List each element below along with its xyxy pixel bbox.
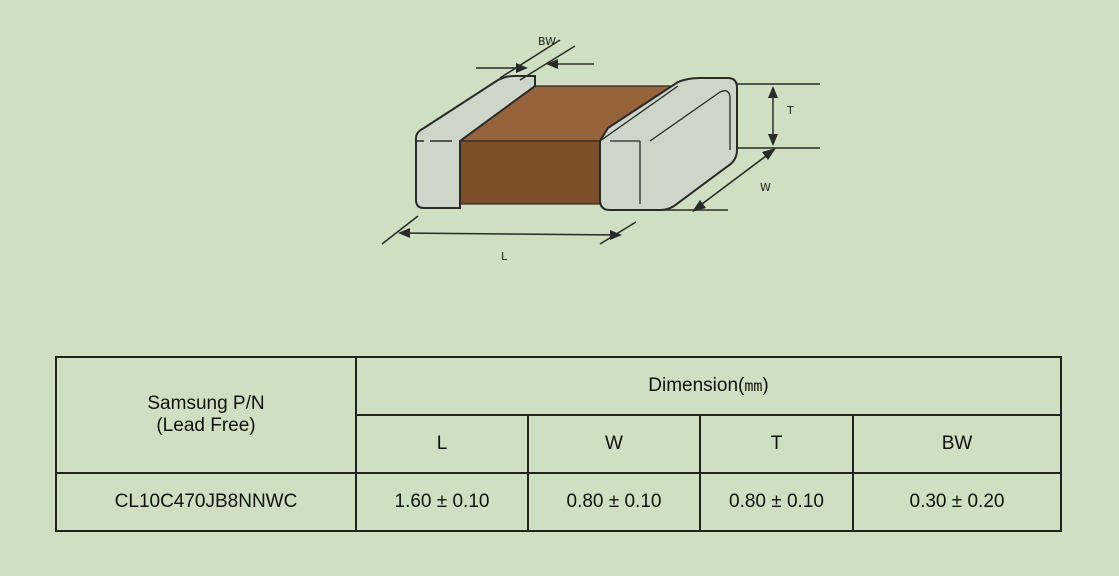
dimension-unit: mm — [744, 377, 763, 395]
column-header-l: L — [355, 414, 529, 474]
bw-label: BW — [538, 35, 556, 48]
part-number-cell: CL10C470JB8NNWC — [55, 472, 357, 532]
right-terminal-top-edge — [599, 85, 731, 150]
l-label: L — [501, 250, 508, 263]
bw-extension-right — [519, 45, 576, 81]
l-arrowhead-left — [398, 228, 410, 238]
dimension-table: Samsung P/N (Lead Free) Dimension(mm) L … — [55, 356, 1062, 532]
l-arrow — [399, 232, 621, 236]
body-front-face — [459, 140, 601, 205]
t-label: T — [786, 104, 794, 117]
dimension-header-close: ) — [762, 375, 769, 396]
pn-header-line2: (Lead Free) — [156, 415, 256, 436]
bw-extension-left — [499, 39, 561, 79]
bw-arrowhead-right — [546, 59, 558, 69]
value-cell-l: 1.60 ± 0.10 — [355, 472, 529, 532]
column-header-bw: BW — [852, 414, 1062, 474]
bw-arrowhead-left — [516, 63, 528, 73]
left-terminal — [415, 75, 536, 209]
capacitor-diagram: BW T W L — [381, 35, 820, 263]
w-arrow — [693, 149, 775, 211]
pn-header-cell: Samsung P/N (Lead Free) — [55, 356, 357, 474]
w-label: W — [760, 181, 771, 194]
column-header-t: T — [699, 414, 854, 474]
t-arrowhead-top — [768, 86, 778, 98]
l-extension-right — [599, 221, 637, 245]
t-arrowhead-bottom — [768, 134, 778, 146]
w-arrowhead-bottom — [692, 200, 706, 212]
w-arrowhead-top — [762, 148, 776, 160]
value-cell-bw: 0.30 ± 0.20 — [852, 472, 1062, 532]
right-terminal — [599, 77, 738, 211]
dimension-header-text: Dimension( — [648, 375, 745, 396]
table-row: CL10C470JB8NNWC 1.60 ± 0.10 0.80 ± 0.10 … — [55, 472, 1062, 532]
column-header-w: W — [527, 414, 701, 474]
pn-header-line1: Samsung P/N — [147, 393, 265, 414]
value-cell-w: 0.80 ± 0.10 — [527, 472, 701, 532]
dimension-header-cell: Dimension(mm) — [355, 356, 1062, 416]
value-cell-t: 0.80 ± 0.10 — [699, 472, 854, 532]
l-extension-left — [381, 215, 419, 245]
l-arrowhead-right — [610, 230, 622, 240]
